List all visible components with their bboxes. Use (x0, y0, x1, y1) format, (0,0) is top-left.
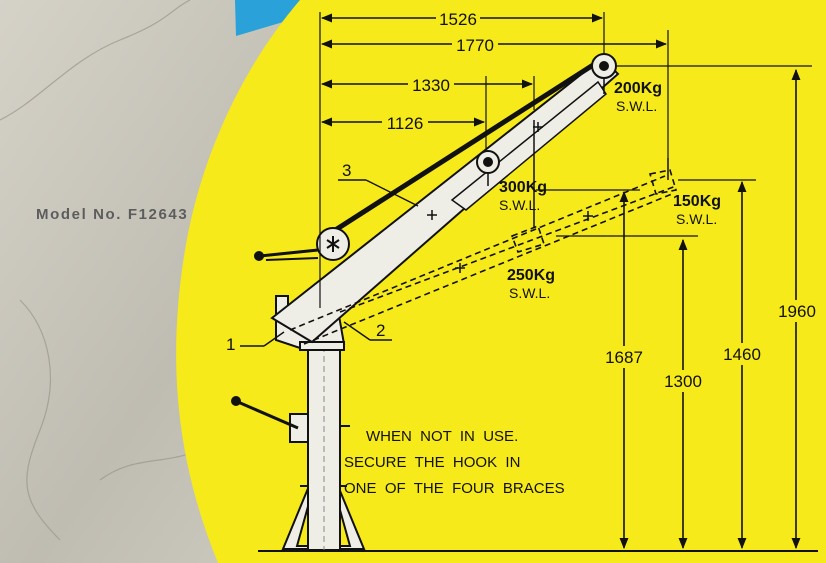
note-line-3: ONE OF THE FOUR BRACES (344, 480, 565, 497)
load-200-weight: 200Kg (614, 80, 662, 97)
model-number: F12643 (127, 206, 189, 223)
jib-lowered-position (289, 169, 678, 345)
note-line-1: WHEN NOT IN USE. (366, 428, 518, 445)
part-callout-2 (343, 321, 392, 341)
load-label-200: 200Kg S.W.L. (614, 80, 662, 114)
load-300-weight: 300Kg (499, 179, 547, 196)
load-label-250: 250Kg S.W.L. (507, 267, 555, 301)
load-150-weight: 150Kg (673, 193, 721, 210)
winch-drum (254, 227, 350, 261)
stone-veins (0, 0, 211, 541)
part-callout-3 (338, 179, 419, 207)
horizontal-dimension-label-bg (382, 8, 498, 132)
note-line-2: SECURE THE HOOK IN (344, 454, 520, 471)
load-label-300: 300Kg S.W.L. (499, 179, 547, 213)
hook-lines (487, 78, 669, 228)
load-200-swl: S.W.L. (616, 98, 657, 114)
dim-1960-label: 1960 (778, 302, 816, 321)
load-250-swl: S.W.L. (509, 285, 550, 301)
model-prefix: Model No. (36, 206, 123, 223)
sheave-middle (476, 150, 500, 174)
jib-arm (270, 56, 620, 344)
jib-extension (450, 80, 607, 211)
storage-note: WHEN NOT IN USE. SECURE THE HOOK IN ONE … (344, 428, 565, 497)
jib-markers (427, 122, 593, 273)
dim-1126-label: 1126 (387, 114, 424, 133)
load-label-150: 150Kg S.W.L. (673, 193, 721, 227)
load-300-swl: S.W.L. (499, 197, 540, 213)
dim-1687-label: 1687 (605, 348, 643, 367)
part-number-1: 1 (226, 335, 235, 354)
dim-1330-label: 1330 (412, 76, 450, 95)
model-number-label: Model No. F12643 (36, 206, 188, 223)
part-number-2: 2 (376, 321, 385, 340)
load-150-swl: S.W.L. (676, 211, 717, 227)
dim-1770-label: 1770 (456, 36, 494, 55)
hoist-cable (324, 55, 606, 239)
vertical-dimension-label-bg (599, 300, 822, 392)
dim-1526-label: 1526 (439, 10, 477, 29)
mast-crank (231, 396, 350, 443)
part-callout-1 (240, 331, 285, 347)
sheave-top (591, 53, 617, 79)
load-250-weight: 250Kg (507, 267, 555, 284)
part-number-3: 3 (342, 161, 351, 180)
dim-1460-label: 1460 (723, 345, 761, 364)
dim-1300-label: 1300 (664, 372, 702, 391)
